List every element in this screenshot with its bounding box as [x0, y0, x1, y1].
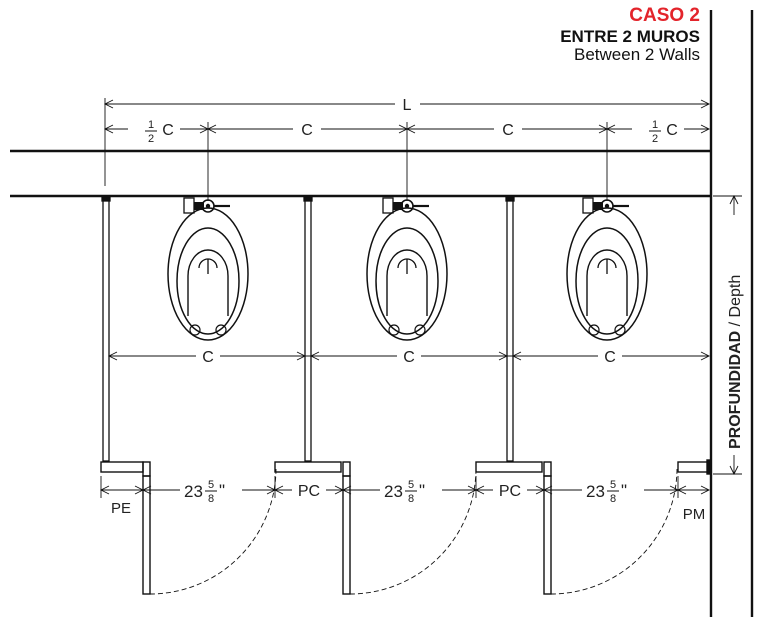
half-center-left: 1 2 C	[145, 119, 174, 145]
case-title: CASO 2	[629, 5, 700, 26]
depth-label: PROFUNDIDAD / Depth	[727, 275, 744, 449]
door-width-label: 23 5 8 "	[180, 478, 242, 505]
svg-text:2: 2	[652, 133, 658, 145]
door-swings	[149, 468, 678, 595]
pilaster-center-label: PC	[499, 483, 521, 500]
center-dimensions	[103, 122, 711, 201]
half-center-right: 1 2 C	[649, 119, 678, 145]
svg-text:2: 2	[148, 133, 154, 145]
svg-text:": "	[621, 481, 627, 500]
depth-dimension	[713, 194, 742, 476]
svg-text:8: 8	[610, 493, 616, 505]
door-width-label: 23 5 8 "	[380, 478, 442, 505]
svg-text:1: 1	[148, 119, 154, 131]
svg-text:": "	[419, 481, 425, 500]
stall-width-label: C	[202, 349, 214, 366]
stall-doors	[142, 475, 552, 595]
pilaster-center-label: PC	[298, 483, 320, 500]
stall-width-label: C	[403, 349, 415, 366]
svg-text:23: 23	[384, 482, 403, 501]
stall-width-label: C	[604, 349, 616, 366]
door-width-label: 23 5 8 "	[582, 478, 644, 505]
title-block: CASO 2 ENTRE 2 MUROS Between 2 Walls	[560, 6, 700, 64]
svg-text:5: 5	[408, 479, 414, 491]
svg-text:5: 5	[610, 479, 616, 491]
svg-text:": "	[219, 481, 225, 500]
toilet-1	[166, 196, 250, 342]
overall-dimension	[103, 98, 711, 186]
pilasters	[100, 459, 711, 477]
svg-text:1: 1	[652, 119, 658, 131]
svg-text:23: 23	[184, 482, 203, 501]
svg-text:C: C	[666, 122, 678, 139]
toilet-2	[365, 196, 449, 342]
partition-panels	[101, 195, 515, 462]
toilet-3	[565, 196, 649, 342]
spanish-subtitle: ENTRE 2 MUROS	[560, 26, 700, 46]
pilaster-end-label: PE	[111, 500, 131, 517]
center-label: C	[301, 122, 313, 139]
svg-text:8: 8	[208, 493, 214, 505]
center-label: C	[502, 122, 514, 139]
english-subtitle: Between 2 Walls	[574, 44, 700, 64]
pilaster-wall-label: PM	[683, 506, 706, 523]
svg-text:23: 23	[586, 482, 605, 501]
overall-dimension-label: L	[403, 97, 412, 114]
svg-text:8: 8	[408, 493, 414, 505]
svg-text:5: 5	[208, 479, 214, 491]
svg-text:C: C	[162, 122, 174, 139]
